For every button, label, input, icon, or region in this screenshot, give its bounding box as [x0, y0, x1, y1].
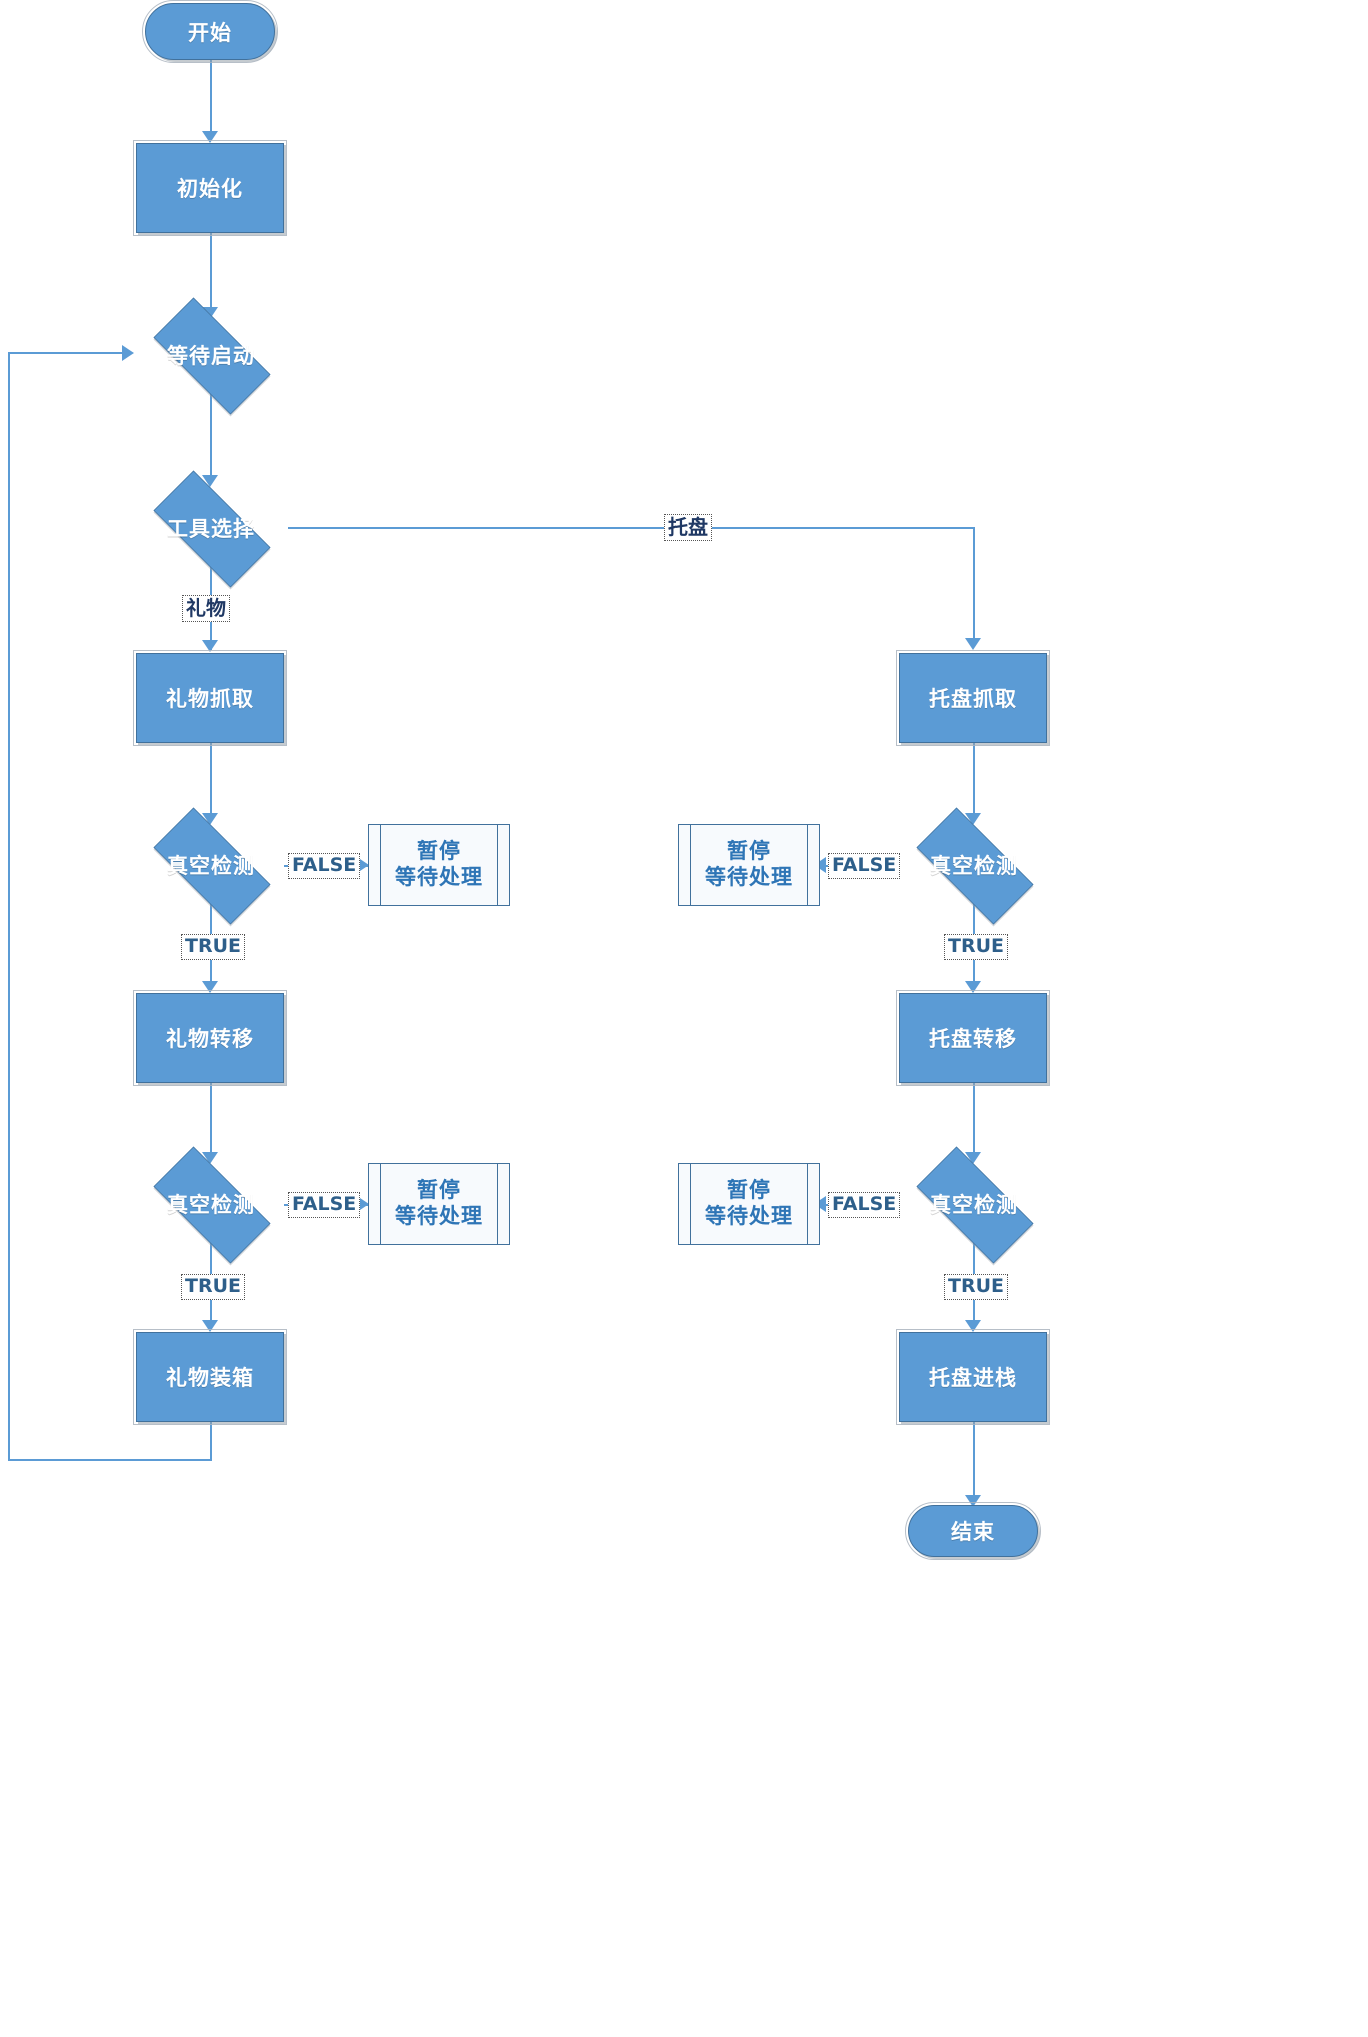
node-gift-pause-2[interactable]: 暂停 等待处理 — [368, 1163, 510, 1245]
node-tray-pause-2-label: 暂停 等待处理 — [705, 1178, 793, 1229]
pause-label-line1: 暂停 — [727, 1178, 771, 1203]
predefined-right-bar — [807, 825, 808, 905]
predefined-right-bar — [497, 1164, 498, 1244]
node-gift-grab-label: 礼物抓取 — [166, 687, 254, 711]
node-tray-pause-1-label: 暂停 等待处理 — [705, 839, 793, 890]
edge-giftmove-to-giftvac2 — [210, 1083, 212, 1161]
node-end-label: 结束 — [951, 1520, 995, 1544]
arrowhead-start-to-init — [202, 131, 218, 143]
node-gift-vacuum-1-label: 真空检测 — [167, 854, 255, 878]
edge-label-true-2[interactable]: TRUE — [181, 1274, 245, 1300]
node-tray-vacuum-2[interactable]: 真空检测 — [898, 1146, 1050, 1264]
predefined-left-bar — [690, 1164, 691, 1244]
node-tray-move[interactable]: 托盘转移 — [896, 990, 1050, 1086]
arrowhead-loopback-to-waitstart — [122, 345, 134, 361]
arrowhead-giftvac1-to-giftmove — [202, 981, 218, 993]
edge-label-false-1[interactable]: FALSE — [288, 853, 361, 879]
edge-label-false-2[interactable]: FALSE — [288, 1192, 361, 1218]
edge-toolselect-to-traygrab-horizontal — [288, 527, 974, 529]
node-start[interactable]: 开始 — [142, 0, 278, 63]
pause-label-line2: 等待处理 — [395, 1204, 483, 1228]
edge-giftbox-loopback-left — [8, 1459, 212, 1461]
node-gift-pause-1[interactable]: 暂停 等待处理 — [368, 824, 510, 906]
edge-giftbox-loopback-to-waitstart — [8, 352, 126, 354]
predefined-left-bar — [690, 825, 691, 905]
predefined-left-bar — [380, 1164, 381, 1244]
edge-traygrab-to-trayvac1 — [973, 743, 975, 821]
predefined-right-bar — [807, 1164, 808, 1244]
node-tray-grab-label: 托盘抓取 — [929, 687, 1017, 711]
arrowhead-giftvac2-to-giftbox — [202, 1320, 218, 1332]
pause-label-line2: 等待处理 — [395, 865, 483, 889]
pause-label-line1: 暂停 — [417, 1178, 461, 1203]
node-gift-box[interactable]: 礼物装箱 — [133, 1329, 287, 1425]
edge-traystack-to-end — [973, 1422, 975, 1502]
node-init-label: 初始化 — [177, 177, 243, 201]
edge-label-true-3[interactable]: TRUE — [944, 934, 1008, 960]
node-tool-select-label: 工具选择 — [167, 517, 255, 541]
node-gift-box-label: 礼物装箱 — [166, 1366, 254, 1390]
edge-traymove-to-trayvac2 — [973, 1083, 975, 1161]
node-gift-pause-2-label: 暂停 等待处理 — [395, 1178, 483, 1229]
pause-label-line2: 等待处理 — [705, 865, 793, 889]
node-gift-grab[interactable]: 礼物抓取 — [133, 650, 287, 746]
node-gift-vacuum-2[interactable]: 真空检测 — [135, 1146, 287, 1264]
edge-start-to-init — [210, 60, 212, 138]
node-gift-vacuum-1[interactable]: 真空检测 — [135, 807, 287, 925]
edge-label-false-4[interactable]: FALSE — [828, 1192, 901, 1218]
pause-label-line2: 等待处理 — [705, 1204, 793, 1228]
predefined-left-bar — [380, 825, 381, 905]
node-tray-grab[interactable]: 托盘抓取 — [896, 650, 1050, 746]
node-start-label: 开始 — [188, 20, 232, 45]
node-wait-start[interactable]: 等待启动 — [135, 297, 287, 415]
edge-label-true-1[interactable]: TRUE — [181, 934, 245, 960]
edge-toolselect-to-traygrab-vertical — [973, 527, 975, 642]
arrowhead-toolselect-to-giftgrab — [202, 640, 218, 652]
predefined-right-bar — [497, 825, 498, 905]
node-tray-vacuum-1-label: 真空检测 — [930, 854, 1018, 878]
edge-label-false-3[interactable]: FALSE — [828, 853, 901, 879]
edge-giftbox-loopback-up — [8, 352, 10, 1461]
edge-waitstart-to-toolselect — [210, 394, 212, 482]
node-tray-vacuum-1[interactable]: 真空检测 — [898, 807, 1050, 925]
node-gift-pause-1-label: 暂停 等待处理 — [395, 839, 483, 890]
node-gift-move-label: 礼物转移 — [166, 1027, 254, 1051]
node-tray-move-label: 托盘转移 — [929, 1027, 1017, 1051]
arrowhead-trayvac1-to-traymove — [965, 981, 981, 993]
arrowhead-traystack-to-end — [965, 1495, 981, 1507]
node-tray-pause-1[interactable]: 暂停 等待处理 — [678, 824, 820, 906]
edge-giftbox-loopback-down — [210, 1422, 212, 1461]
arrowhead-trayvac2-to-traystack — [965, 1320, 981, 1332]
edge-init-to-waitstart — [210, 233, 212, 313]
edge-giftgrab-to-giftvac1 — [210, 743, 212, 821]
node-gift-move[interactable]: 礼物转移 — [133, 990, 287, 1086]
node-gift-vacuum-2-label: 真空检测 — [167, 1193, 255, 1217]
node-tray-vacuum-2-label: 真空检测 — [930, 1193, 1018, 1217]
node-end[interactable]: 结束 — [905, 1502, 1041, 1560]
arrowhead-toolselect-to-traygrab — [965, 638, 981, 650]
node-tool-select[interactable]: 工具选择 — [135, 470, 287, 588]
edge-label-true-4[interactable]: TRUE — [944, 1274, 1008, 1300]
node-wait-start-label: 等待启动 — [167, 344, 255, 368]
node-tray-pause-2[interactable]: 暂停 等待处理 — [678, 1163, 820, 1245]
pause-label-line1: 暂停 — [417, 839, 461, 864]
pause-label-line1: 暂停 — [727, 839, 771, 864]
node-tray-stack[interactable]: 托盘进栈 — [896, 1329, 1050, 1425]
node-init[interactable]: 初始化 — [133, 140, 287, 236]
edge-label-tray-branch[interactable]: 托盘 — [664, 514, 712, 541]
edge-label-gift-branch[interactable]: 礼物 — [182, 595, 230, 622]
node-tray-stack-label: 托盘进栈 — [929, 1366, 1017, 1390]
